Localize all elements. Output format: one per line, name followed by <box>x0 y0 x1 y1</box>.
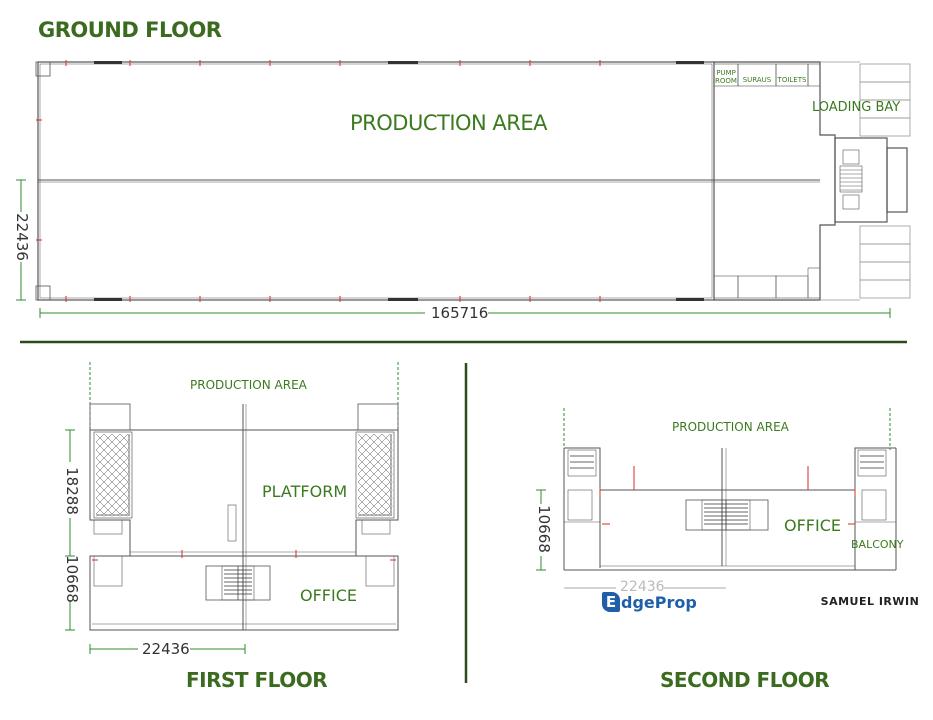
loading-bay-label: LOADING BAY <box>812 100 901 115</box>
edgeprop-e-mark: E <box>602 592 620 612</box>
ground-windows <box>94 61 704 301</box>
ground-floor-plan <box>35 61 911 301</box>
balcony-label: BALCONY <box>851 538 904 551</box>
edgeprop-wordmark: dgeProp <box>621 592 697 612</box>
central-stair-steps <box>224 566 252 600</box>
first-floor-title: FIRST FLOOR <box>186 668 328 692</box>
second-production-area-label: PRODUCTION AREA <box>672 420 789 434</box>
first-office-label: OFFICE <box>300 586 357 605</box>
toilets-label: TOILETS <box>777 76 807 84</box>
first-floor-racks <box>93 431 395 519</box>
second-width-dimension: 22436 <box>620 579 665 595</box>
ground-dimension-lines <box>16 179 891 318</box>
ground-floor-title: GROUND FLOOR <box>38 18 222 42</box>
second-stair-steps <box>570 455 884 530</box>
agent-credit: SAMUEL IRWIN <box>810 587 930 615</box>
second-office-label: OFFICE <box>784 516 841 535</box>
second-floor-title: SECOND FLOOR <box>660 668 830 692</box>
second-office-dimension: 10668 <box>534 505 553 553</box>
ground-width-dimension: 165716 <box>431 304 489 322</box>
first-platform-dimension: 18288 <box>62 467 81 515</box>
ground-height-dimension: 22436 <box>12 213 31 261</box>
suraus-label: SURAUS <box>742 76 772 84</box>
edgeprop-logo: E dgeProp <box>602 590 697 614</box>
first-office-dimension: 10668 <box>62 555 81 603</box>
first-dimension-lines <box>65 429 246 654</box>
second-dimension-lines <box>536 489 726 589</box>
rack-hatch-left <box>95 433 131 517</box>
platform-label: PLATFORM <box>262 482 348 501</box>
pump-room-label: PUMP ROOM <box>715 69 737 85</box>
first-width-dimension: 22436 <box>142 640 190 658</box>
rack-hatch-right <box>357 433 393 517</box>
first-production-area-label: PRODUCTION AREA <box>190 378 307 392</box>
ground-production-area-label: PRODUCTION AREA <box>350 111 548 135</box>
ground-columns <box>36 60 601 302</box>
